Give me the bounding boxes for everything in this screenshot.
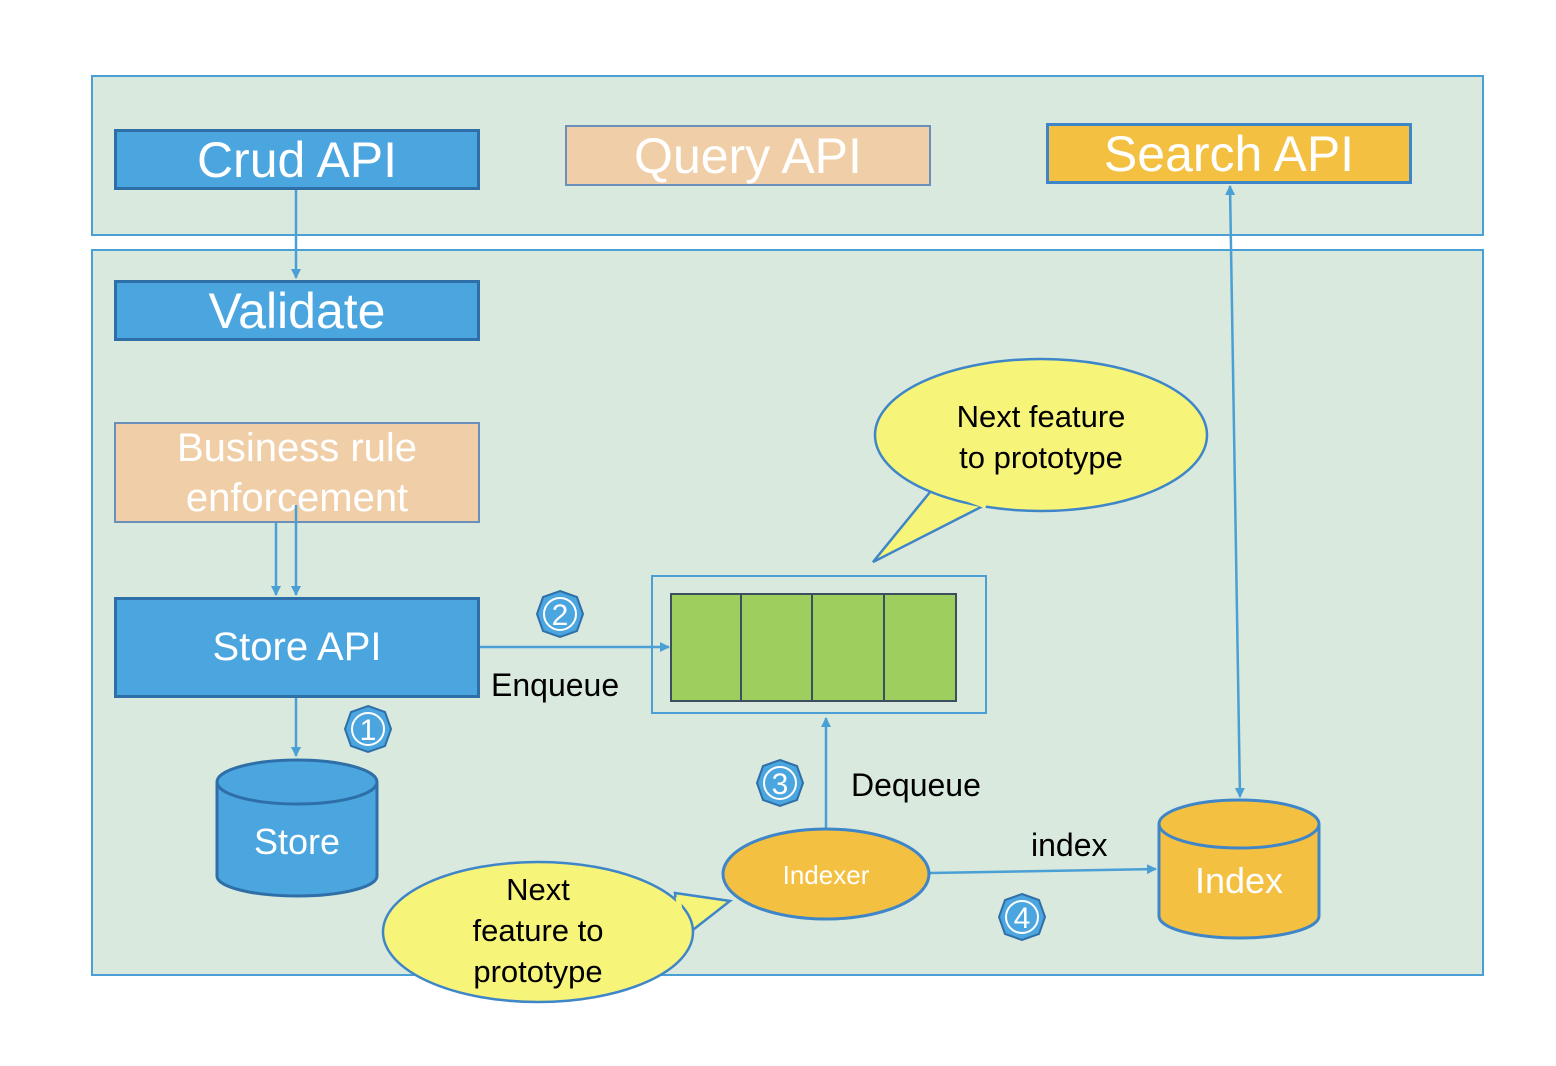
enqueue-label: Enqueue bbox=[491, 667, 620, 703]
index-db-label: Index bbox=[1195, 860, 1283, 901]
queue-frame bbox=[651, 575, 987, 714]
store-label: Store bbox=[254, 821, 340, 862]
queue-callout-line-1: Next feature bbox=[957, 399, 1126, 434]
indexer-callout-line-1: Next bbox=[506, 872, 570, 907]
step-badge-4: 4 bbox=[997, 892, 1047, 942]
indexer-callout-line-3: prototype bbox=[473, 954, 602, 989]
crud-api-label: Crud API bbox=[196, 131, 398, 188]
step-3-label: 3 bbox=[772, 768, 789, 801]
store-api-box: Store API bbox=[114, 597, 480, 698]
queue-callout-line-2: to prototype bbox=[959, 440, 1123, 475]
arrow-indexer-to-index bbox=[929, 864, 1157, 875]
step-2-label: 2 bbox=[552, 599, 569, 632]
business-rule-line-1: Business rule bbox=[176, 425, 418, 470]
arrow-search-index-bidirectional bbox=[1225, 185, 1245, 798]
indexer-label: Indexer bbox=[783, 860, 870, 890]
search-api-label: Search API bbox=[1103, 125, 1355, 182]
store-api-label: Store API bbox=[212, 625, 382, 669]
step-4-label: 4 bbox=[1014, 902, 1031, 935]
queue-callout: Next feature to prototype bbox=[872, 357, 1209, 564]
indexer-callout-line-2: feature to bbox=[473, 913, 604, 948]
query-api-label: Query API bbox=[634, 127, 862, 184]
step-badge-1: 1 bbox=[343, 704, 393, 754]
index-edge-label: index bbox=[1031, 827, 1108, 863]
step-1-label: 1 bbox=[360, 714, 377, 747]
dequeue-label: Dequeue bbox=[851, 767, 981, 803]
index-database-icon: Index bbox=[1157, 798, 1321, 940]
indexer-callout: Next feature to prototype bbox=[381, 860, 734, 1004]
search-api-box: Search API bbox=[1046, 123, 1412, 184]
step-badge-3: 3 bbox=[755, 758, 805, 808]
queue-cell bbox=[883, 593, 957, 702]
validate-box: Validate bbox=[114, 280, 480, 341]
crud-api-box: Crud API bbox=[114, 129, 480, 190]
query-api-box: Query API bbox=[565, 125, 931, 186]
validate-label: Validate bbox=[208, 282, 386, 339]
step-badge-2: 2 bbox=[535, 589, 585, 639]
indexer-node: Indexer bbox=[721, 827, 931, 921]
store-database-icon: Store bbox=[215, 758, 379, 898]
